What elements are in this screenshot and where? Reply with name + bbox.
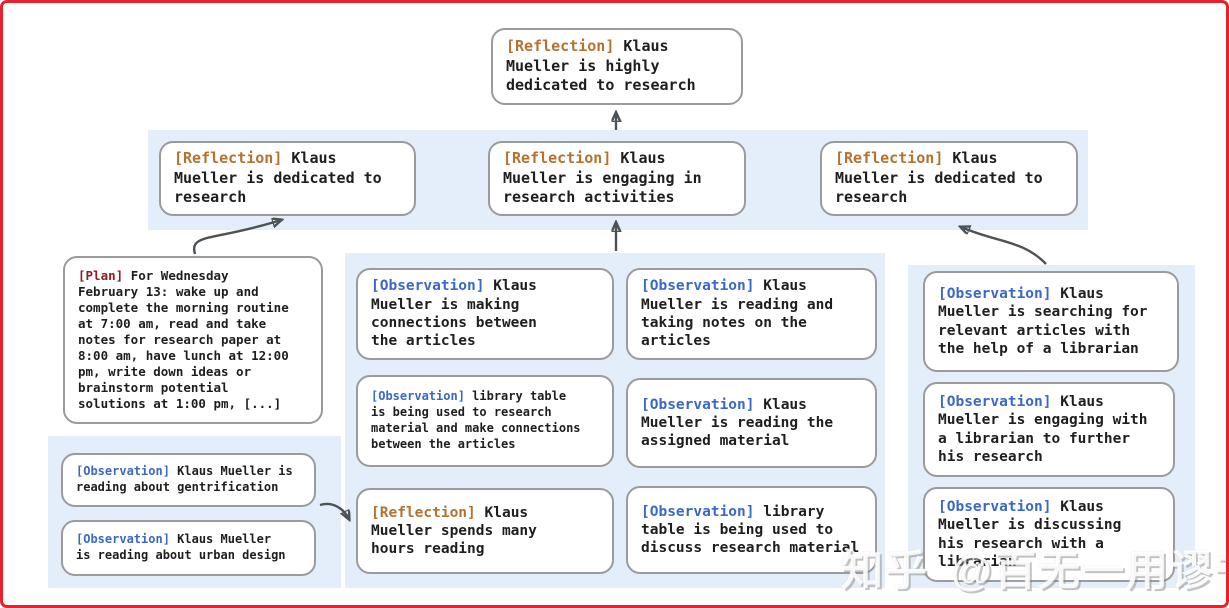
node-text: For Wednesday February 13: wake up and c… — [78, 268, 289, 411]
node-text: Klaus Mueller is discussing his research… — [938, 498, 1122, 570]
node-l2-reflection-right: [Reflection] Klaus Mueller is dedicated … — [820, 141, 1078, 216]
plan-tag: [Plan] — [78, 268, 124, 283]
observation-tag: [Observation] — [76, 532, 170, 547]
node-obs-assigned-material: [Observation] Klaus Mueller is reading t… — [626, 378, 877, 468]
node-text: library table is being used to discuss r… — [641, 503, 860, 557]
observation-tag: [Observation] — [938, 393, 1052, 410]
zhihu-logo-text: 知乎 — [841, 547, 930, 594]
observation-tag: [Observation] — [938, 285, 1052, 302]
node-text: Klaus Mueller is engaging with a librari… — [938, 393, 1148, 465]
node-text: Klaus Mueller is searching for relevant … — [938, 285, 1148, 357]
observation-tag: [Observation] — [371, 389, 465, 404]
node-text: Klaus Mueller is reading the assigned ma… — [641, 396, 834, 450]
reflection-tag: [Reflection] — [371, 504, 476, 521]
node-content: [Plan] For Wednesday February 13: wake u… — [78, 268, 289, 412]
node-content: [Observation] library table is being use… — [371, 389, 584, 453]
node-content: [Reflection] Klaus Mueller spends many h… — [371, 504, 554, 559]
node-text: Klaus Mueller is dedicated to research — [835, 148, 1043, 207]
node-content: [Observation] Klaus Mueller is reading a… — [641, 277, 842, 350]
observation-tag: [Observation] — [371, 278, 485, 295]
arrow-right-to-reflection-right — [961, 227, 1047, 265]
node-text: Klaus Mueller is engaging in research ac… — [503, 148, 702, 207]
node-text: Klaus Mueller is reading and taking note… — [641, 278, 834, 350]
node-content: [Observation] library table is being use… — [641, 503, 864, 558]
node-obs-librarian-discuss: [Observation] Klaus Mueller is discussin… — [923, 487, 1175, 582]
watermark: 知乎 @百无一用谬书生 — [841, 537, 1226, 598]
observation-tag: [Observation] — [641, 503, 755, 520]
reflection-tag: [Reflection] — [174, 148, 283, 167]
observation-tag: [Observation] — [76, 464, 170, 479]
node-text: Klaus Mueller is reading about urban des… — [76, 532, 286, 562]
node-content: [Reflection] Klaus Mueller is engaging i… — [503, 149, 720, 209]
node-l2-reflection-left: [Reflection] Klaus Mueller is dedicated … — [159, 141, 416, 216]
node-obs-taking-notes: [Observation] Klaus Mueller is reading a… — [626, 268, 877, 360]
node-text: library table is being used to research … — [371, 389, 581, 451]
node-text: Klaus Mueller spends many hours reading — [371, 504, 537, 558]
node-content: [Observation] Klaus Mueller is engaging … — [938, 393, 1152, 466]
node-content: [Observation] Klaus Mueller is discussin… — [938, 498, 1134, 571]
node-obs-library-research: [Observation] library table is being use… — [356, 375, 614, 467]
node-reflection-hours-reading: [Reflection] Klaus Mueller spends many h… — [356, 488, 614, 574]
node-obs-making-connections: [Observation] Klaus Mueller is making co… — [356, 268, 614, 360]
node-obs-gentrification: [Observation] Klaus Mueller is reading a… — [61, 453, 316, 507]
node-root-reflection: [Reflection] Klaus Mueller is highly ded… — [491, 28, 743, 105]
reflection-tag: [Reflection] — [506, 36, 615, 55]
node-obs-library-discuss: [Observation] library table is being use… — [626, 486, 877, 574]
node-obs-urban-design: [Observation] Klaus Mueller is reading a… — [61, 520, 316, 576]
node-content: [Reflection] Klaus Mueller is dedicated … — [835, 149, 1052, 209]
node-content: [Reflection] Klaus Mueller is highly ded… — [506, 37, 714, 97]
reflection-tag: [Reflection] — [503, 148, 612, 167]
node-content: [Observation] Klaus Mueller is reading t… — [641, 396, 842, 451]
node-content: [Observation] Klaus Mueller is making co… — [371, 277, 554, 350]
node-content: [Observation] Klaus Mueller is reading a… — [76, 464, 296, 496]
node-content: [Observation] Klaus Mueller is reading a… — [76, 532, 289, 564]
node-plan: [Plan] For Wednesday February 13: wake u… — [63, 256, 323, 424]
node-text: Klaus Mueller is making connections betw… — [371, 278, 537, 350]
reflection-tag: [Reflection] — [835, 148, 944, 167]
node-content: [Observation] Klaus Mueller is searching… — [938, 285, 1152, 358]
node-l2-reflection-mid: [Reflection] Klaus Mueller is engaging i… — [488, 141, 746, 216]
observation-tag: [Observation] — [641, 396, 755, 413]
node-obs-librarian-engage: [Observation] Klaus Mueller is engaging … — [923, 382, 1175, 477]
node-content: [Reflection] Klaus Mueller is dedicated … — [174, 149, 391, 209]
observation-tag: [Observation] — [641, 278, 755, 295]
watermark-handle: @百无一用谬书生 — [951, 547, 1226, 594]
node-obs-librarian-search: [Observation] Klaus Mueller is searching… — [923, 271, 1179, 372]
observation-tag: [Observation] — [938, 498, 1052, 515]
node-text: Klaus Mueller is reading about gentrific… — [76, 464, 293, 494]
node-text: Klaus Mueller is dedicated to research — [174, 148, 382, 207]
node-text: Klaus Mueller is highly dedicated to res… — [506, 36, 696, 95]
